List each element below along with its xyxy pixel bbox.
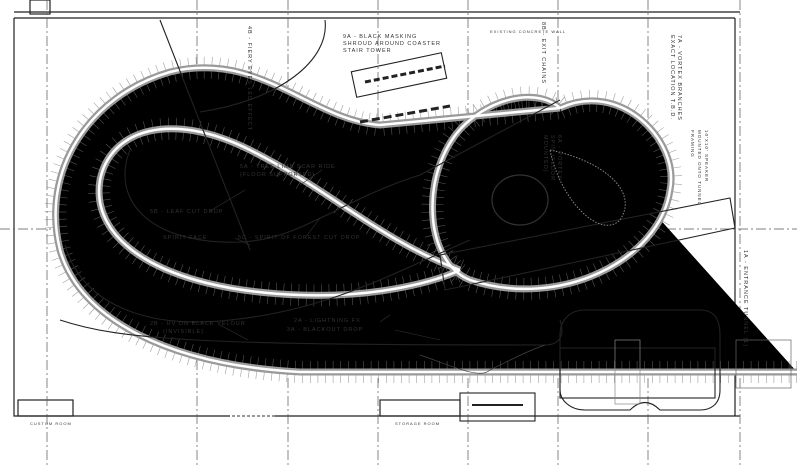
label-fiery-eyes: 4B - Fiery Eyes LED Effect [246,26,252,131]
leader-lines [209,169,441,341]
building-walls [13,0,740,417]
coaster-track [56,68,797,372]
label-room-mid: Storage Room [395,421,441,426]
label-spirit-forest: 5C - Spirit of Forest Cut Drop [238,235,361,241]
label-black-masking: 9A - Black Masking Shroud Around Coaster… [343,34,443,55]
label-speaker: 10'x10' Speaker Mounted Onto Tunnel Fram… [690,130,709,205]
scenery-outlines [59,19,792,422]
label-tree-limb: 5A - Tree Limb Scar Ride [240,164,336,170]
label-lightning: 2A - Lightning FX [294,318,361,324]
label-spirit-face: Spirit Face [163,235,208,241]
label-vortex-spin: 6A - Vortex Spin (Floor Mounted) [542,135,562,182]
label-entrance-tunnel: 1A - Entrance Tunnel (1) [742,250,748,348]
label-floor-supported: (Floor Supported) [240,172,316,178]
label-invisible: (Invisible) [163,329,204,335]
label-room-left: Custom Room [30,421,72,426]
label-uv-velour: 2B - UV on Black Velour [150,321,246,327]
label-leaf-cut-drop: 5B - Leaf Cut Drop [150,209,224,215]
label-exit-chains: 8B - Exit Chains [540,22,546,85]
label-blackout: 3A - Blackout Drop [287,327,364,333]
label-black-masking-text: 9A - Black Masking Shroud Around Coaster… [343,34,442,54]
label-concrete-note: Existing Concrete Wall [490,29,567,34]
label-vortex-branches: 7A - Vortex Branches Exact Location T.B.… [669,35,682,121]
